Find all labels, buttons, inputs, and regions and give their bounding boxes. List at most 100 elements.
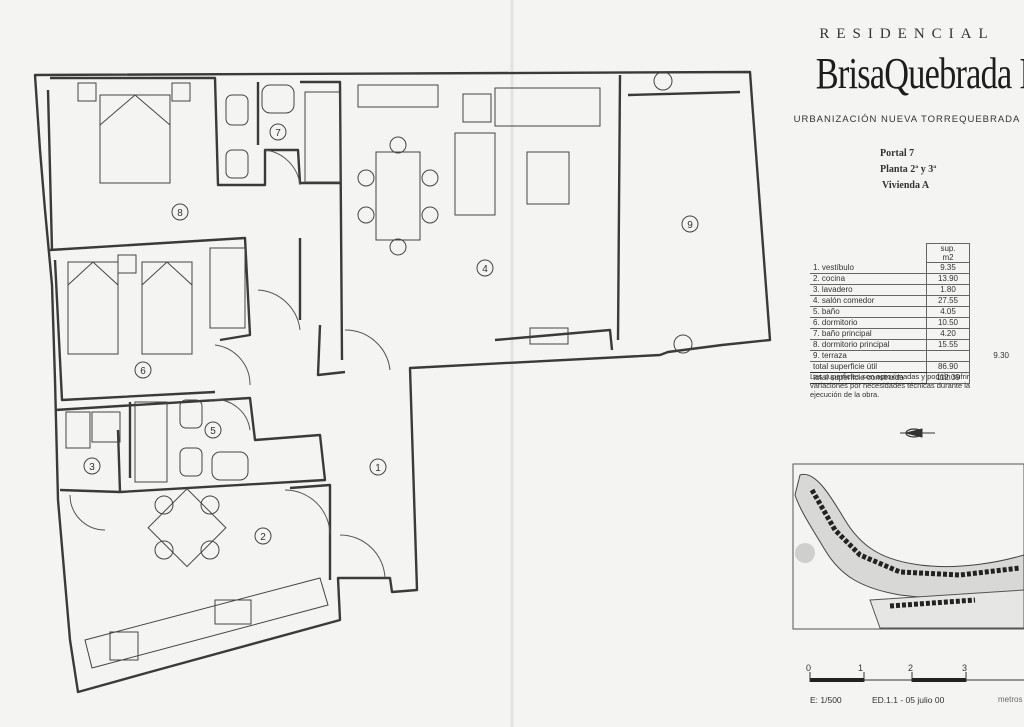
terrace-column — [653, 71, 673, 91]
wall-segment — [300, 80, 344, 361]
vivienda-label: Vivienda A — [882, 180, 930, 191]
unit-header: sup.m2 — [926, 243, 970, 263]
chair — [389, 238, 407, 256]
room-label-6: 6 — [140, 366, 146, 377]
door-swing — [214, 344, 251, 386]
single-bed — [141, 261, 193, 355]
scale-tick-label: 2 — [908, 663, 914, 673]
room-label-7: 7 — [275, 128, 281, 139]
coffee-table — [526, 151, 570, 205]
sideboard — [357, 84, 439, 108]
kitchen-table — [147, 488, 227, 568]
furniture — [65, 71, 693, 669]
room-marker-9 — [681, 215, 699, 233]
door-swing — [264, 149, 301, 186]
single-bed — [67, 261, 119, 355]
door-swing — [69, 494, 106, 531]
bidet — [179, 447, 203, 477]
room-marker-1 — [369, 458, 387, 476]
unit-label: metros — [998, 695, 1023, 704]
chair — [357, 206, 375, 224]
door-swing — [339, 534, 386, 579]
exterior-wall — [33, 70, 772, 694]
areas-note: Las superficies son aproximadas y podrán… — [810, 372, 971, 399]
room-label-3: 3 — [89, 462, 95, 473]
wall-segment — [289, 483, 332, 580]
room-label-8: 8 — [177, 208, 183, 219]
kitchen-sink — [214, 599, 252, 625]
terrace-extra-value: 9.30 — [993, 351, 1009, 360]
scale-bar — [809, 672, 1024, 682]
nightstand — [171, 82, 191, 102]
chair — [389, 136, 407, 154]
chair — [357, 169, 375, 187]
sink — [211, 451, 249, 481]
wardrobe — [209, 247, 246, 329]
wall-segment — [50, 76, 340, 187]
sofa — [494, 87, 601, 127]
edition-label: ED.1.1 - 05 julio 00 — [872, 695, 945, 705]
chair — [154, 540, 174, 560]
washing-machine — [65, 411, 91, 449]
site-location-map — [792, 463, 1024, 630]
wall-segment — [53, 259, 216, 402]
room-markers — [83, 123, 699, 545]
chair — [154, 495, 174, 515]
bathtub — [134, 401, 168, 483]
room-marker-3 — [83, 457, 101, 475]
dining-table — [375, 151, 421, 241]
wall-segment — [316, 324, 346, 377]
scale-label: E: 1/500 — [810, 695, 842, 705]
room-marker-7 — [269, 123, 287, 141]
room-marker-8 — [171, 203, 189, 221]
areas-table-header: sup.m2 — [810, 243, 1012, 263]
chair — [421, 206, 439, 224]
sink — [261, 84, 295, 114]
wall-outline — [33, 70, 772, 694]
room-label-2: 2 — [260, 532, 266, 543]
door-swing — [209, 399, 251, 431]
bed-cover — [99, 94, 171, 126]
chair — [421, 169, 439, 187]
wall-segment — [616, 74, 622, 341]
nightstand — [117, 254, 137, 274]
wall-segment — [46, 89, 54, 251]
room-label-4: 4 — [482, 264, 488, 275]
room-label-5: 5 — [210, 426, 216, 437]
residencial-heading: RESIDENCIAL — [819, 26, 995, 42]
room-marker-6 — [134, 361, 152, 379]
scale-tick-label: 1 — [858, 663, 864, 673]
room-label-1: 1 — [375, 463, 381, 474]
urbanizacion-label: URBANIZACIÓN NUEVA TORREQUEBRADA — [793, 114, 1021, 125]
bed-cover — [141, 261, 193, 286]
room-marker-2 — [254, 527, 272, 545]
double-bed — [99, 94, 171, 184]
nightstand — [77, 82, 97, 102]
bathtub — [304, 91, 341, 183]
scale-tick-label: 3 — [962, 663, 968, 673]
toilet — [179, 399, 203, 429]
room-label-9: 9 — [687, 220, 693, 231]
portal-label: Portal 7 — [880, 148, 915, 159]
fireplace — [529, 327, 569, 345]
kitchen-counter — [84, 577, 329, 669]
north-arrow-icon — [900, 428, 935, 438]
room-labels: 1 2 3 4 5 6 7 8 9 — [89, 128, 693, 543]
cooktop — [109, 631, 139, 661]
side-table — [462, 93, 492, 123]
sofa — [454, 132, 496, 216]
door-swing — [344, 329, 391, 371]
chair — [200, 495, 220, 515]
project-name: BrisaQuebrada I — [815, 49, 1024, 98]
planta-label: Planta 2ª y 3ª — [880, 164, 937, 175]
